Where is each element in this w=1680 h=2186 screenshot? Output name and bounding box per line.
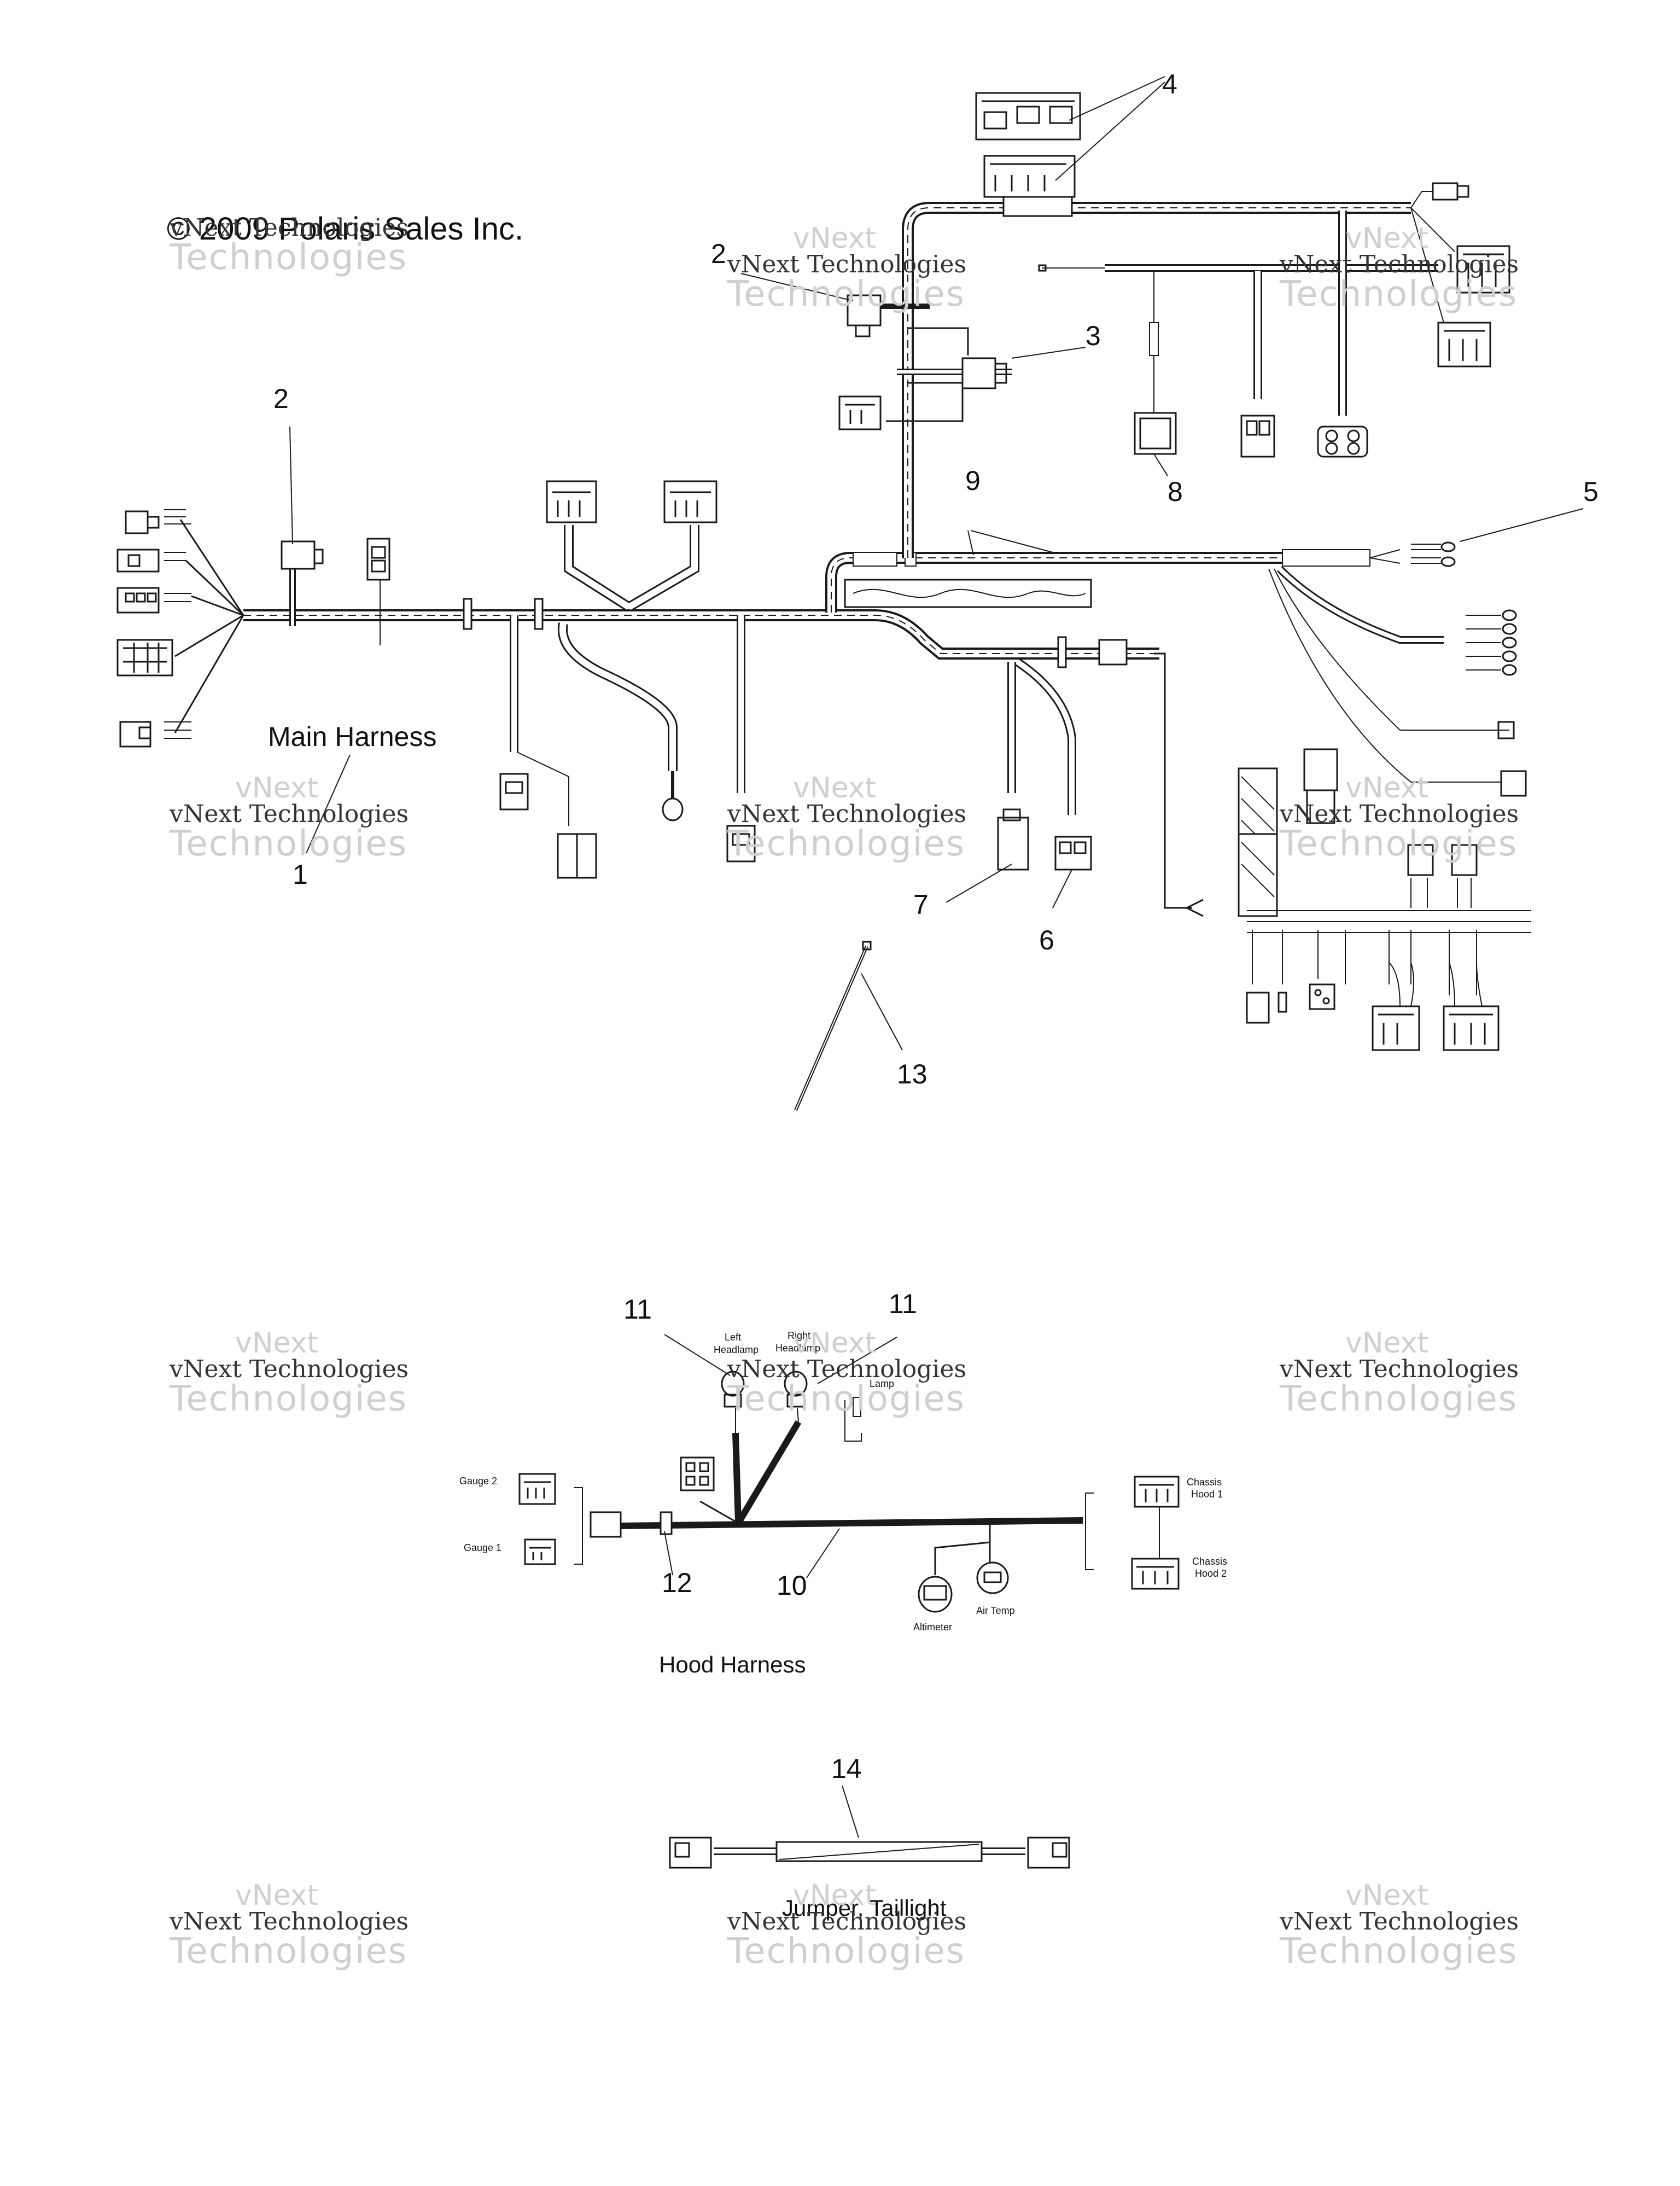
connector-item-7 xyxy=(997,808,1029,871)
hood-harness-title: Hood Harness xyxy=(659,1652,806,1677)
callout-3: 3 xyxy=(1086,320,1101,351)
callout-4: 4 xyxy=(1162,69,1177,100)
harness-sleeve-item-9 xyxy=(844,579,1092,608)
callout-11-left: 11 xyxy=(623,1294,652,1325)
upper-right-connector-a xyxy=(1432,182,1469,201)
callout-14: 14 xyxy=(831,1753,862,1784)
watermark: vNext Technologies Technologies xyxy=(170,214,409,278)
connector-item-8 xyxy=(1134,412,1177,455)
watermark: vNext vNext Technologies Technologies xyxy=(170,1879,409,1972)
copyright-notice: © 2009 Polaris Sales Inc. xyxy=(167,211,524,247)
callout-5: 5 xyxy=(1583,476,1599,507)
callout-1: 1 xyxy=(293,859,308,890)
top-connector-left xyxy=(546,480,597,523)
gauge-1-connector xyxy=(524,1538,556,1565)
watermark: vNext vNext Technologies Technologies xyxy=(727,1327,967,1419)
drop-connector-c xyxy=(726,825,756,862)
left-connector-4 xyxy=(116,639,173,677)
air-temp-connector xyxy=(976,1561,1009,1594)
callout-8: 8 xyxy=(1168,476,1183,507)
altimeter-connector xyxy=(918,1576,953,1613)
main-small-connector xyxy=(366,538,390,581)
ring-terminals-item-5 xyxy=(1411,541,1456,567)
callout-13: 13 xyxy=(897,1059,928,1089)
watermark: vNext vNext Technologies Technologies xyxy=(170,1327,409,1419)
chassis-hood-2-label-b: Hood 2 xyxy=(1195,1568,1227,1579)
watermark: vNext vNext Technologies Technologies xyxy=(727,222,967,314)
right-small-terminals xyxy=(1466,609,1527,797)
right-headlamp-label-2: Headlamp xyxy=(775,1343,821,1354)
watermark: vNext vNext Technologies Technologies xyxy=(170,772,409,864)
callout-2-main: 2 xyxy=(273,383,289,414)
callout-10: 10 xyxy=(777,1570,807,1601)
callout-12: 12 xyxy=(662,1567,692,1598)
watermark: vNext vNext Technologies Technologies xyxy=(1280,1327,1519,1419)
left-connector-2 xyxy=(116,549,160,573)
left-headlamp-label-2: Headlamp xyxy=(714,1344,759,1355)
air-temp-label: Air Temp xyxy=(976,1605,1015,1616)
watermark: vNext vNext Technologies Technologies xyxy=(1280,222,1519,314)
left-headlamp-connector xyxy=(721,1371,745,1408)
callout-9: 9 xyxy=(965,465,981,496)
callout-7: 7 xyxy=(913,889,929,920)
upper-right-connector-b xyxy=(1456,245,1510,294)
gauge-2-label: Gauge 2 xyxy=(459,1476,498,1487)
chassis-hood-2-connector xyxy=(1131,1558,1180,1590)
gauge-1-label: Gauge 1 xyxy=(464,1542,502,1553)
watermark: vNext vNext Technologies Technologies xyxy=(1280,1879,1519,1972)
gauge-2-connector xyxy=(518,1473,556,1505)
left-connector-3 xyxy=(116,587,160,614)
drop-connector-a xyxy=(499,773,529,811)
watermark: vNext vNext Technologies Technologies xyxy=(1280,772,1519,864)
connector-left-upper xyxy=(838,395,882,430)
callout-2-upper: 2 xyxy=(711,238,726,269)
watermark: vNext vNext Technologies Technologies xyxy=(727,772,967,864)
mid-right-connectors xyxy=(1407,844,1478,908)
left-connector-1 xyxy=(125,510,160,534)
upper-right-connector-c xyxy=(1437,322,1491,368)
left-headlamp-label-1: Left xyxy=(725,1332,742,1343)
right-headlamp-label-1: Right xyxy=(788,1330,811,1341)
jumper-taillight-title: Jumper, Taillight xyxy=(782,1895,947,1921)
connector-item-6 xyxy=(1054,836,1092,871)
altimeter-label: Altimeter xyxy=(913,1622,953,1633)
jumper-taillight xyxy=(669,1785,1070,1869)
main-harness-title: Main Harness xyxy=(268,721,437,752)
chassis-hood-2-label-a: Chassis xyxy=(1192,1556,1228,1567)
bottom-right-module xyxy=(1238,748,1338,917)
lamp-label: Lamp xyxy=(870,1378,895,1389)
top-connector-right xyxy=(663,480,718,523)
left-connector-5 xyxy=(119,721,151,748)
callout-11-right: 11 xyxy=(889,1289,917,1319)
chassis-hood-1-connector xyxy=(1134,1476,1180,1508)
leader-lines-main xyxy=(289,76,1584,1051)
hood-harness xyxy=(518,1334,1180,1613)
chassis-hood-1-label-a: Chassis xyxy=(1187,1477,1222,1488)
strap-item-13 xyxy=(794,941,872,1111)
callout-6: 6 xyxy=(1039,925,1054,955)
bottom-right-connector-b xyxy=(1443,1005,1500,1051)
right-headlamp-connector xyxy=(784,1371,808,1408)
connector-item-3 xyxy=(961,357,1007,389)
relay-main xyxy=(281,540,324,570)
connector-upper-mid xyxy=(1240,415,1275,458)
ring-terminal xyxy=(662,797,684,821)
drop-connector-b xyxy=(557,833,597,879)
bottom-right-connector-a xyxy=(1372,1005,1420,1051)
connector-round-4pin xyxy=(1317,425,1368,458)
module-item-4 xyxy=(975,92,1081,217)
watermark: vNext vNext Technologies Technologies xyxy=(727,1879,967,1972)
chassis-hood-1-label-b: Hood 1 xyxy=(1191,1489,1223,1500)
main-harness-trunk xyxy=(243,609,1159,660)
hood-relay xyxy=(680,1456,715,1491)
